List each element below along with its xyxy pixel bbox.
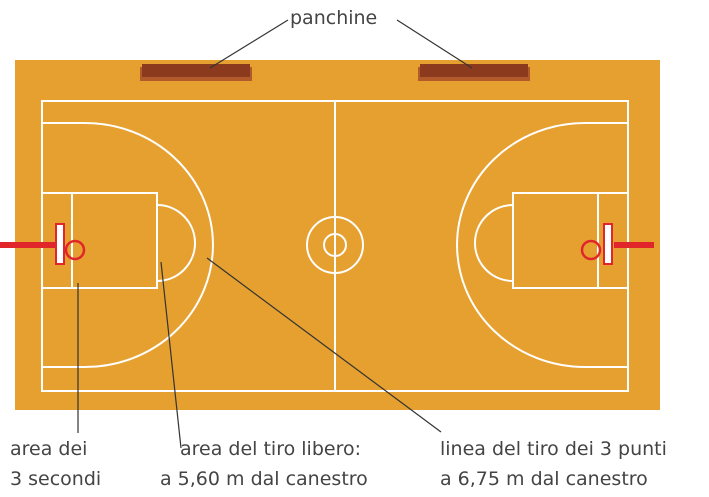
free-throw-circle-left bbox=[156, 204, 196, 282]
leader-lines bbox=[77, 19, 473, 449]
bench-right bbox=[418, 64, 530, 81]
center-circle-inner bbox=[323, 233, 347, 257]
center-circle bbox=[306, 216, 364, 274]
label-three-point-line-2: a 6,75 m dal canestro bbox=[440, 468, 648, 490]
leader-three-point bbox=[206, 257, 442, 433]
label-benches: panchine bbox=[290, 7, 378, 29]
label-free-throw-area-2: a 5,60 m dal canestro bbox=[160, 468, 368, 490]
basket-left bbox=[0, 223, 86, 265]
free-throw-circle-right bbox=[474, 204, 514, 282]
label-three-second-area-1: area dei bbox=[10, 438, 88, 460]
free-throw-lane-left bbox=[41, 192, 158, 289]
label-free-throw-area-1: area del tiro libero: bbox=[180, 438, 361, 460]
three-point-line-left bbox=[42, 122, 214, 368]
label-three-point-line-1: linea del tiro dei 3 punti bbox=[440, 438, 667, 460]
basket-right bbox=[580, 223, 654, 265]
bench-left bbox=[140, 64, 252, 81]
leader-bench-left bbox=[209, 19, 289, 69]
leader-free-throw bbox=[160, 261, 182, 449]
three-point-line-right bbox=[456, 122, 628, 368]
free-throw-lane-right bbox=[512, 192, 629, 289]
label-three-second-area-2: 3 secondi bbox=[10, 468, 102, 490]
leader-bench-right bbox=[396, 19, 473, 69]
